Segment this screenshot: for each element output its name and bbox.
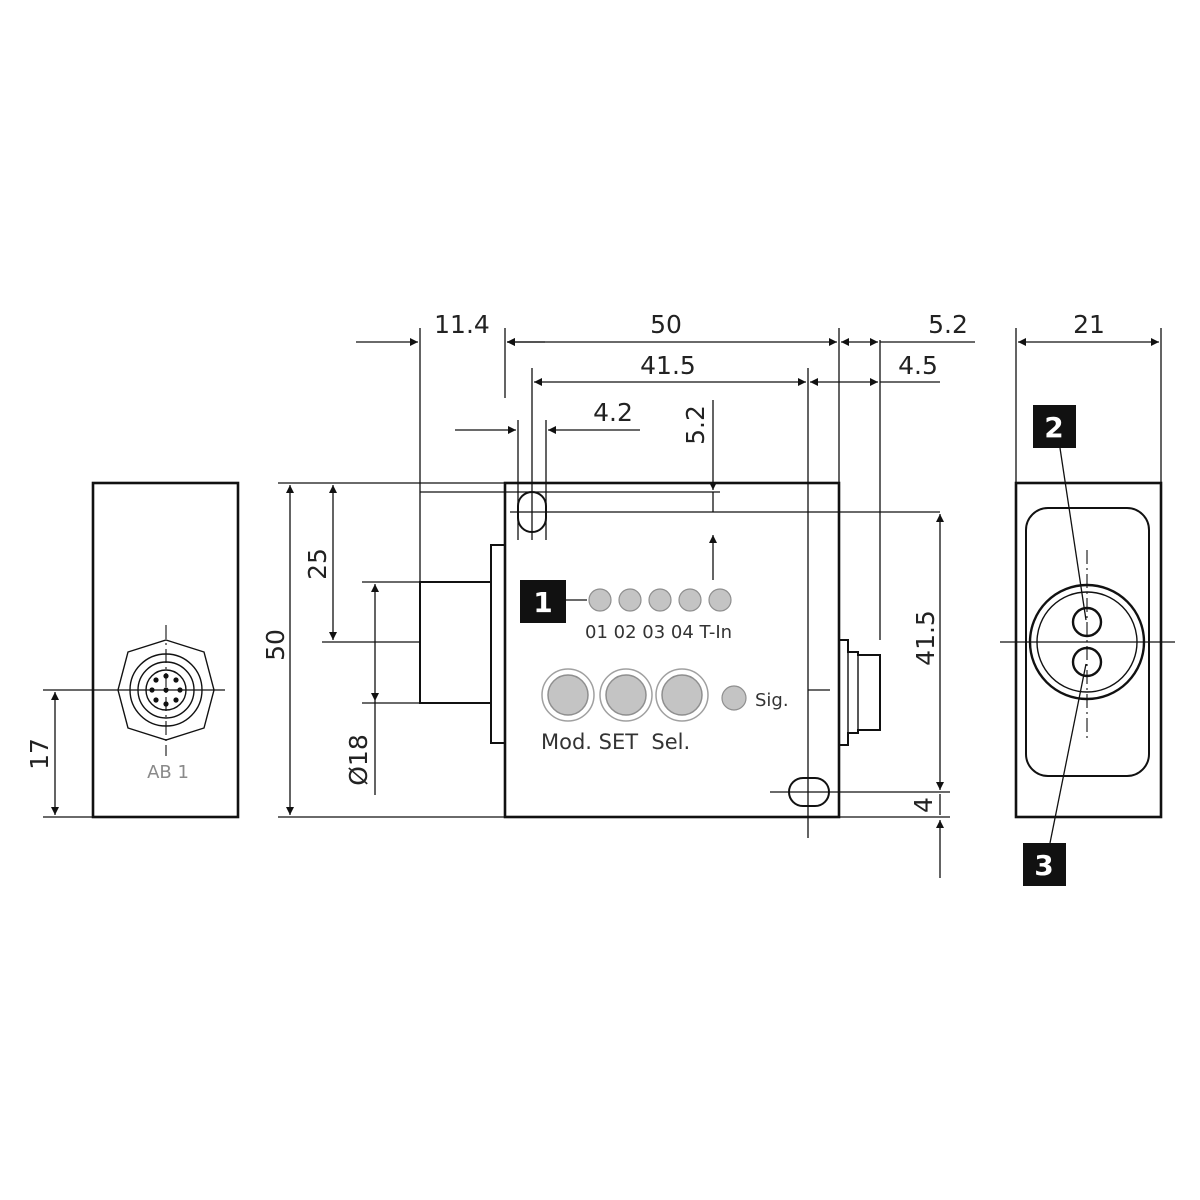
right-view: 21 2 3 [1000, 310, 1175, 886]
connector-label: AB 1 [147, 762, 189, 783]
dim-4-5: 4.5 [898, 351, 938, 380]
led-03 [648, 588, 672, 612]
flange [490, 544, 506, 744]
button-mod-ring [541, 668, 595, 722]
sensor-tube [419, 581, 492, 704]
dim-25: 25 [303, 548, 332, 580]
dim-41-5-right: 41.5 [911, 610, 940, 666]
right-connector-stub [839, 639, 881, 746]
sig-label: Sig. [755, 690, 789, 711]
button-labels: Mod. SET Sel. [541, 730, 690, 754]
dim-4-2: 4.2 [593, 398, 633, 427]
button-set [605, 674, 647, 716]
callout-1: 1 [533, 586, 552, 619]
button-sel-ring [655, 668, 709, 722]
dim-50-top: 50 [650, 310, 682, 339]
dim-17: 17 [25, 738, 54, 770]
left-view: AB 1 17 [25, 481, 240, 819]
led-sig [721, 685, 747, 711]
led-04 [678, 588, 702, 612]
led-row [588, 588, 732, 612]
callout-2: 2 [1044, 411, 1063, 444]
callout-2-leader [1059, 447, 1087, 621]
led-01 [588, 588, 612, 612]
right-view-body [1014, 481, 1163, 819]
button-set-ring [599, 668, 653, 722]
led-02 [618, 588, 642, 612]
dim-41-5-top: 41.5 [640, 351, 696, 380]
button-mod [547, 674, 589, 716]
dim-18-dia: Ø18 [344, 734, 373, 786]
button-sel [661, 674, 703, 716]
button-row [541, 668, 747, 722]
callout-3-leader [1049, 663, 1087, 844]
callout-3: 3 [1034, 849, 1053, 882]
callout-3-box [1023, 843, 1066, 886]
dim-50-left: 50 [261, 629, 290, 661]
main-body [503, 481, 841, 819]
led-t-in [708, 588, 732, 612]
callout-2-box [1033, 405, 1076, 448]
dim-5-2-top: 5.2 [928, 310, 968, 339]
dim-4: 4 [909, 797, 938, 813]
led-labels: 01 02 03 04 T-In [585, 622, 732, 643]
dim-21: 21 [1073, 310, 1105, 339]
front-view: 1 01 02 03 04 T-In Sig. Mod. SET Sel. [261, 310, 975, 878]
dim-11-4: 11.4 [434, 310, 490, 339]
dim-5-2-vert: 5.2 [681, 405, 710, 445]
callout-1-box [520, 580, 566, 623]
